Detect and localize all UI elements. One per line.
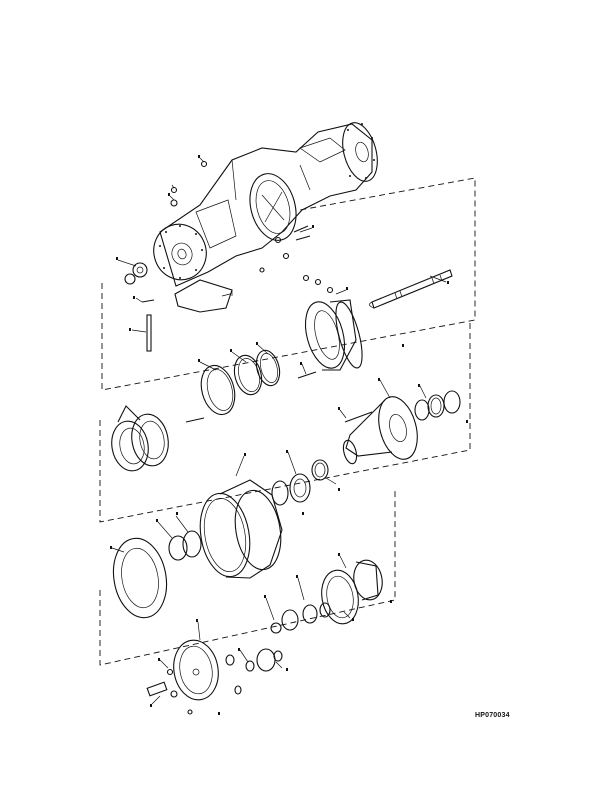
cover-plate	[174, 279, 233, 313]
friction-discs	[111, 405, 169, 472]
brake-rings	[185, 349, 317, 423]
center-opening	[249, 173, 297, 241]
seal-set	[414, 390, 461, 421]
right-flange	[342, 122, 378, 182]
boundary-group-2	[99, 322, 471, 523]
sun-gear-parts	[245, 602, 331, 672]
planet-carrier	[321, 559, 383, 625]
long-bolt	[146, 314, 152, 352]
left-flange	[153, 223, 207, 281]
wheel-hub	[199, 473, 311, 579]
hub-cover-plate	[112, 530, 202, 619]
end-cover	[146, 639, 242, 715]
ring-gear-carrier	[304, 299, 363, 371]
axle-shaft	[369, 269, 453, 309]
spindle	[311, 396, 418, 481]
boundary-group-1	[101, 177, 476, 391]
figure-code: HP070034	[475, 712, 510, 719]
assembly-boundaries	[99, 177, 476, 666]
boundary-group-3	[99, 488, 396, 666]
leader-lines	[111, 157, 447, 705]
callout-marks	[110, 155, 468, 715]
fastener-parts	[124, 160, 334, 352]
axle-housing	[153, 122, 378, 287]
seal-ring	[132, 262, 148, 278]
